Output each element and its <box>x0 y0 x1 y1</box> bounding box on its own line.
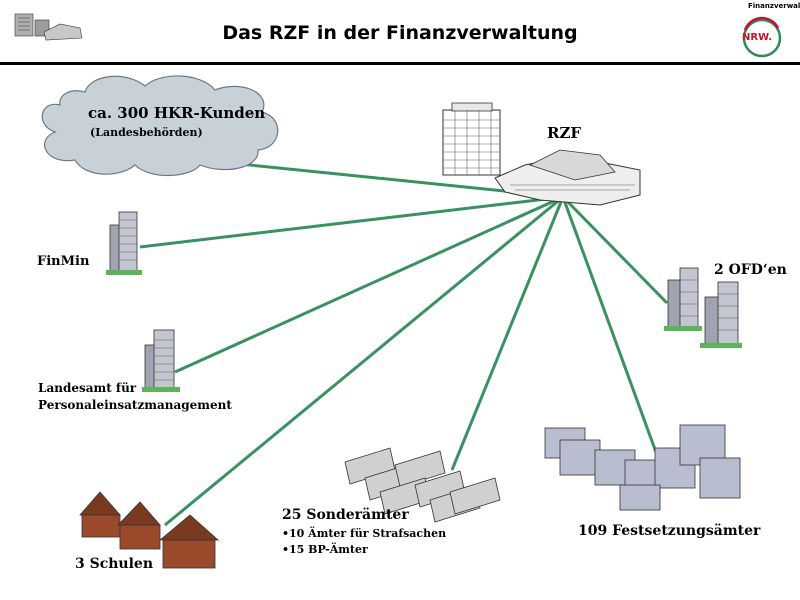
page-title: Das RZF in der Finanzverwaltung <box>222 22 578 44</box>
link-finmin <box>139 195 564 249</box>
sonder-item-2: •15 BP-Ämter <box>282 543 368 556</box>
hkr-subtitle: (Landesbehörden) <box>90 126 203 139</box>
link-ofd <box>561 195 669 305</box>
schulen-buildings <box>79 491 220 569</box>
fest-label: 109 Festsetzungsämter <box>578 523 761 539</box>
header-building-image <box>14 13 83 41</box>
sonder-item-1: •10 Ämter für Strafsachen <box>282 527 447 540</box>
logo-text: Finanzverwaltung <box>748 2 800 10</box>
link-landesamt <box>174 195 564 374</box>
sonder-buildings <box>344 447 501 523</box>
ofd-label: 2 OFD‘en <box>714 262 787 278</box>
sonder-title: 25 Sonderämter <box>282 507 409 523</box>
ofd-buildings <box>664 267 742 348</box>
fest-buildings <box>544 424 741 511</box>
schulen-label: 3 Schulen <box>75 556 154 572</box>
nrw-logo <box>742 16 782 58</box>
landesamt-label-1: Landesamt für <box>38 381 137 395</box>
rzf-label: RZF <box>547 124 582 142</box>
header-divider <box>0 62 800 65</box>
hkr-cloud <box>41 75 279 177</box>
link-fest <box>561 196 659 456</box>
connector-lines <box>139 161 669 527</box>
rzf-building <box>442 102 641 206</box>
landesamt-building <box>142 329 180 392</box>
finmin-label: FinMin <box>37 254 90 269</box>
hkr-title: ca. 300 HKR-Kunden <box>88 104 266 122</box>
logo-mark: NRW. <box>742 32 773 43</box>
landesamt-label-2: Personaleinsatzmanagement <box>38 398 232 412</box>
link-schulen <box>164 195 564 527</box>
link-sonder <box>450 196 565 471</box>
finmin-building <box>106 211 142 275</box>
